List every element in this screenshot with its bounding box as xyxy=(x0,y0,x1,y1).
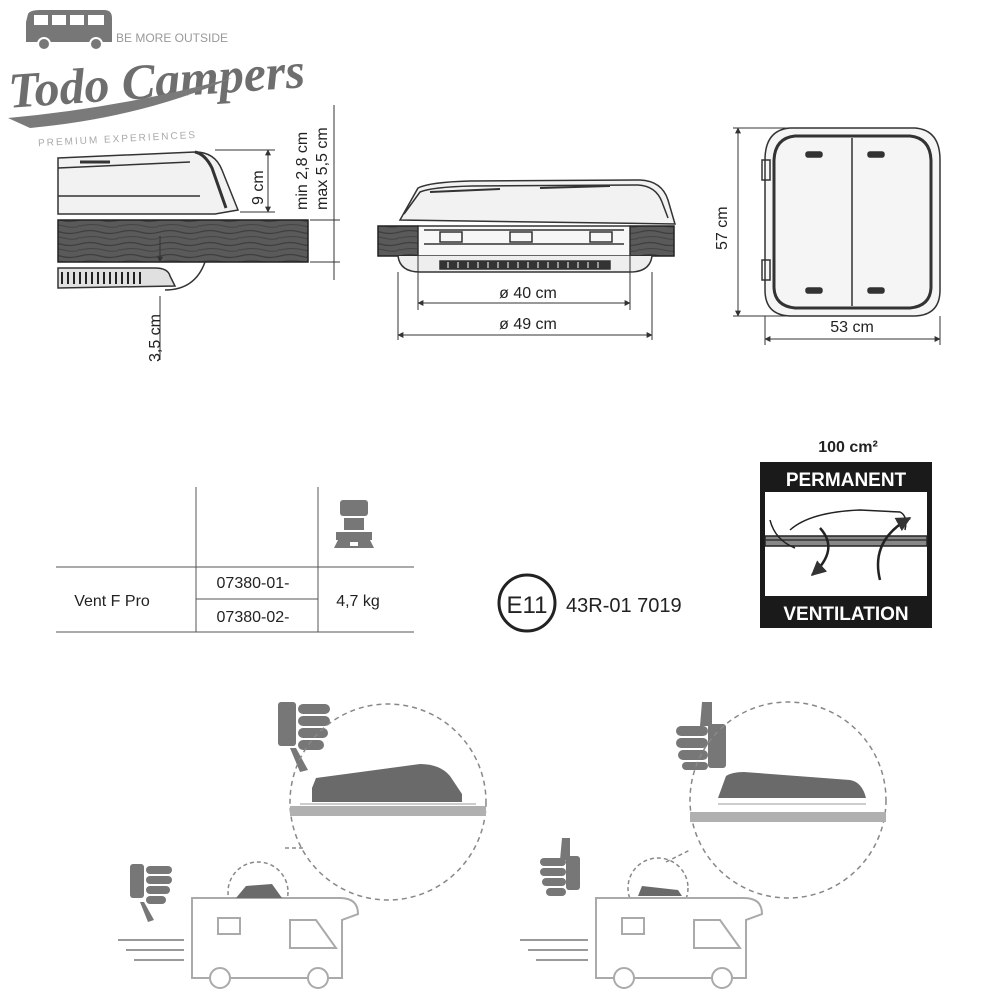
product-weight: 4,7 kg xyxy=(336,593,380,610)
roof-range-min-label: min 2,8 cm xyxy=(294,132,311,210)
top-view-diagram xyxy=(733,127,941,345)
spec-table xyxy=(56,487,414,633)
permanent-ventilation-badge: 100 cm² PERMANENT VENTILATION xyxy=(760,439,932,628)
van-icon xyxy=(26,10,112,51)
e-mark-badge: E11 xyxy=(497,573,557,633)
inner-diameter-label: ø 40 cm xyxy=(499,285,557,302)
thumbs-up-small-icon xyxy=(540,838,580,896)
logo-swoosh xyxy=(8,78,232,128)
camper-van-icon-right xyxy=(595,897,764,989)
badge-bottom-label: VENTILATION xyxy=(783,604,908,625)
thumbs-down-icon xyxy=(278,702,330,772)
product-name: Vent F Pro xyxy=(74,593,150,610)
thumbs-down-small-icon xyxy=(130,864,172,922)
logo-brand-name: Todo Campers xyxy=(7,42,307,119)
approval-number: 43R-01 7019 xyxy=(566,595,682,617)
scale-weight-icon xyxy=(334,500,374,548)
product-code-1: 07380-01- xyxy=(217,575,290,592)
top-width-label: 53 cm xyxy=(830,319,874,336)
top-depth-label: 57 cm xyxy=(714,206,731,250)
inner-depth-label: 3,5 cm xyxy=(147,314,164,362)
brand-logo: BE MORE OUTSIDE Todo Campers PREMIUM EXP… xyxy=(7,10,307,149)
side-view-diagram xyxy=(57,105,340,360)
camper-van-icon xyxy=(191,897,360,989)
logo-tagline-bottom: PREMIUM EXPERIENCES xyxy=(38,130,197,149)
vent-illustration xyxy=(764,509,928,581)
e-mark-code: E11 xyxy=(507,592,548,619)
vent-dome-open xyxy=(312,764,462,802)
front-view-diagram xyxy=(377,179,677,340)
badge-top-label: PERMANENT xyxy=(786,470,907,491)
outer-diameter-label: ø 49 cm xyxy=(499,316,557,333)
side-height-label: 9 cm xyxy=(250,170,267,205)
logo-tagline-top: BE MORE OUTSIDE xyxy=(116,31,228,45)
wrong-driving-position xyxy=(118,702,487,989)
vent-dome-closed xyxy=(718,772,866,798)
roof-range-max-label: max 5,5 cm xyxy=(314,127,331,210)
product-code-2: 07380-02- xyxy=(217,609,290,626)
right-driving-position xyxy=(520,701,887,989)
thumbs-up-icon xyxy=(676,702,726,770)
ventilation-area: 100 cm² xyxy=(818,439,878,456)
